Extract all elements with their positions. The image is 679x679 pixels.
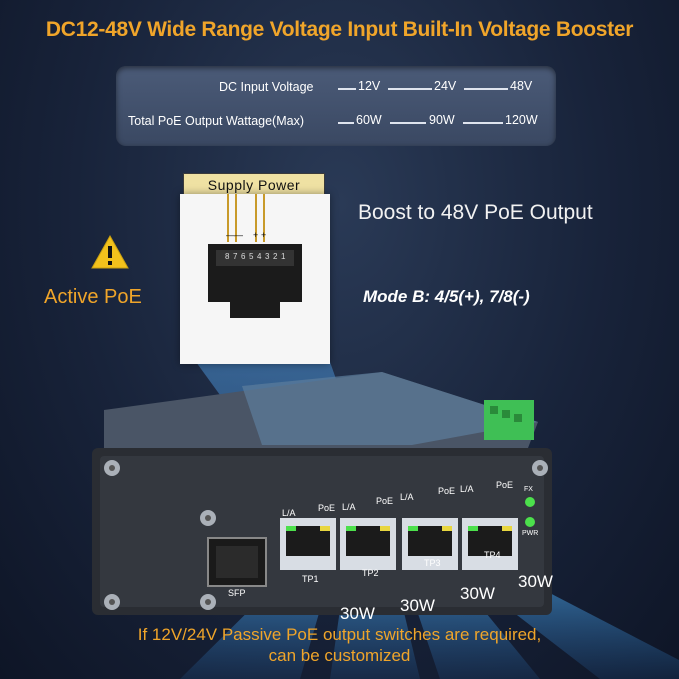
poe-value-60w: 60W <box>356 113 382 127</box>
pin-polarity-4: + <box>261 230 267 240</box>
rj45-jack-icon <box>208 194 302 318</box>
dc-value-48v: 48V <box>510 79 533 93</box>
port-tp3-poe-label: PoE <box>438 486 456 496</box>
spec-line <box>390 122 426 124</box>
pin-number: 8 <box>225 252 230 261</box>
port-tp2-la-label: L/A <box>342 502 356 512</box>
pwr-led-icon <box>525 517 535 527</box>
poe-value-120w: 120W <box>505 113 538 127</box>
pwr-label: PWR <box>522 530 539 537</box>
switch-body <box>92 372 552 615</box>
port-tp3-icon <box>402 518 458 570</box>
pin-number: 1 <box>281 252 286 261</box>
footer-line-2: can be customized <box>268 646 411 665</box>
pin-number: 2 <box>273 252 278 261</box>
port-tp4-poe-label: PoE <box>496 480 514 490</box>
boost-text: Boost to 48V PoE Output <box>358 201 593 224</box>
spec-line <box>463 122 503 124</box>
pin-polarity-1: — <box>226 230 235 240</box>
wattage-tp2: 30W <box>400 596 435 615</box>
sfp-label: SFP <box>228 588 246 598</box>
spec-line <box>388 88 432 90</box>
page-title: DC12-48V Wide Range Voltage Input Built-… <box>45 18 634 41</box>
dc-value-12v: 12V <box>358 79 381 93</box>
port-tp1-poe-label: PoE <box>318 503 336 513</box>
fx-label: FX <box>524 486 533 493</box>
poe-switch: L/A PoE L/A PoE L/A PoE L/A PoE TP1 TP2 … <box>92 370 552 615</box>
pin-polarity-3: + <box>253 230 259 240</box>
active-poe-label: Active PoE <box>44 286 142 308</box>
footer-line-1: If 12V/24V Passive PoE output switches a… <box>137 625 542 644</box>
spec-line <box>338 88 356 90</box>
mode-b-label: Mode B: 4/5(+), 7/8(-) <box>363 287 530 306</box>
spec-panel: DC Input Voltage 12V 24V 48V Total PoE O… <box>116 66 556 146</box>
pin-number: 5 <box>249 252 254 261</box>
port-tp2-icon <box>340 518 396 570</box>
port-tp3-la-label: L/A <box>400 492 414 502</box>
pin-number: 7 <box>233 252 238 261</box>
port-tp4-name: TP4 <box>484 550 501 560</box>
port-tp4-icon <box>462 518 518 570</box>
port-tp2-name: TP2 <box>362 568 379 578</box>
footer-note: If 12V/24V Passive PoE output switches a… <box>0 624 679 666</box>
port-tp4-la-label: L/A <box>460 484 474 494</box>
pin-number: 6 <box>241 252 246 261</box>
pin-number: 4 <box>257 252 262 261</box>
dc-value-24v: 24V <box>434 79 457 93</box>
dc-input-label: DC Input Voltage <box>219 80 314 94</box>
fx-led-icon <box>525 497 535 507</box>
port-tp2-poe-label: PoE <box>376 496 394 506</box>
port-tp1-icon <box>280 518 336 570</box>
port-tp1-la-label: L/A <box>282 508 296 518</box>
warning-icon <box>91 234 129 269</box>
wattage-tp1: 30W <box>340 604 375 623</box>
port-tp1-name: TP1 <box>302 574 319 584</box>
poe-output-label: Total PoE Output Wattage(Max) <box>128 114 305 128</box>
poe-value-90w: 90W <box>429 113 455 127</box>
spec-line <box>338 122 354 124</box>
pin-polarity-2: — <box>234 230 243 240</box>
rj45-jack: — — + + 8 7 6 5 4 3 2 1 <box>180 194 330 364</box>
pin-number: 3 <box>265 252 270 261</box>
spec-line <box>464 88 508 90</box>
wattage-tp4: 30W <box>518 572 553 591</box>
port-tp3-name: TP3 <box>424 558 441 568</box>
wattage-tp3: 30W <box>460 584 495 603</box>
